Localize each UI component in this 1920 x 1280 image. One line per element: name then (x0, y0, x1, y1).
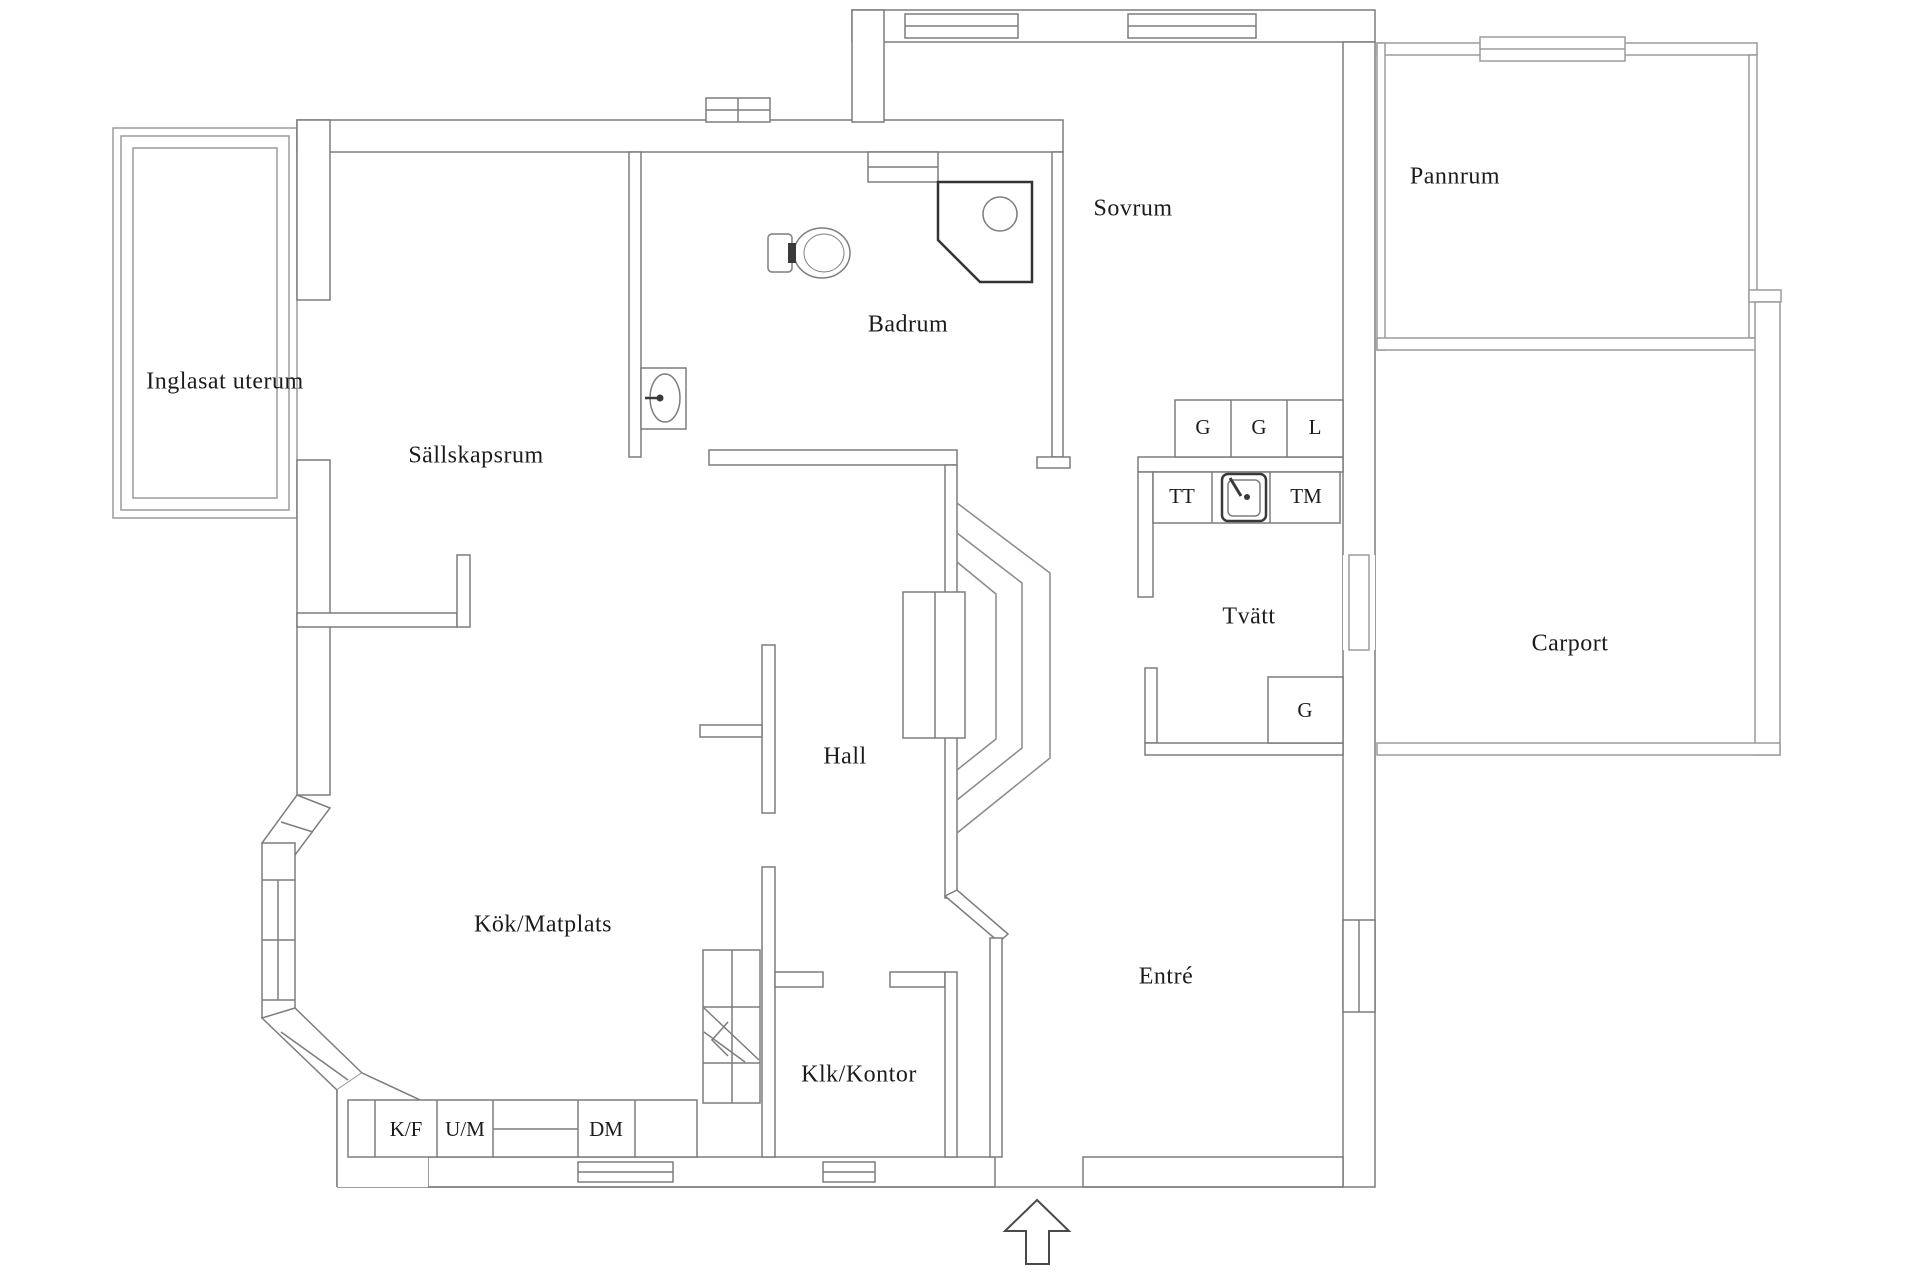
washbasin-icon (640, 367, 687, 430)
fixture-label-wardrobe-1: G (1195, 415, 1210, 439)
room-label-kok: Kök/Matplats (474, 912, 612, 938)
window-sovrum-2 (1127, 13, 1257, 39)
fireplace-body (902, 591, 966, 739)
room-label-badrum: Badrum (868, 312, 948, 338)
fixture-label-washer: TM (1290, 484, 1322, 508)
room-label-sallskapsrum: Sällskapsrum (408, 443, 543, 469)
room-label-uterum: Inglasat uterum (146, 369, 303, 395)
room-label-tvatt: Tvätt (1222, 604, 1275, 630)
window-layer (577, 13, 1626, 1183)
tvatt-closet (1267, 676, 1344, 744)
carport-walls (1376, 289, 1782, 756)
staircase-icon (702, 949, 761, 1104)
fixture-label-tvatt-closet: G (1297, 698, 1312, 722)
window-badrum (867, 151, 939, 183)
room-label-sovrum: Sovrum (1093, 196, 1172, 222)
room-label-carport: Carport (1532, 631, 1609, 657)
chimney-flue-icon (956, 502, 1051, 834)
corner-shower-icon (936, 180, 1034, 284)
label-layer: Inglasat uterum Sällskapsrum Badrum Sovr… (146, 164, 1608, 1141)
laundry-sink-icon (1220, 472, 1268, 523)
wall-layer (112, 9, 1782, 1188)
fixture-label-linen-closet: L (1309, 415, 1322, 439)
room-label-entre: Entré (1139, 964, 1193, 990)
fixture-label-dishwasher: DM (589, 1117, 623, 1141)
entrance-arrow-icon (1002, 1198, 1072, 1265)
fixture-label-dryer: TT (1169, 484, 1195, 508)
room-label-klk: Klk/Kontor (801, 1062, 917, 1088)
kitchen-counter (347, 1099, 698, 1158)
room-label-pannrum: Pannrum (1410, 164, 1500, 190)
window-kok-south (577, 1161, 674, 1183)
fixture-label-oven: U/M (445, 1117, 485, 1141)
window-klk-south (822, 1161, 876, 1183)
window-top-hall (705, 97, 771, 123)
window-sovrum-1 (904, 13, 1019, 39)
conservatory-glazing (112, 127, 298, 519)
window-entre (1342, 919, 1376, 1013)
toilet-icon (767, 227, 851, 279)
room-label-hall: Hall (823, 744, 866, 770)
door-carport (1343, 554, 1375, 651)
fixture-label-wardrobe-2: G (1251, 415, 1266, 439)
pannrum-walls (1376, 42, 1758, 351)
window-pannrum (1479, 36, 1626, 62)
wardrobe-row (1174, 399, 1344, 458)
fixture-label-fridge: K/F (390, 1117, 423, 1141)
